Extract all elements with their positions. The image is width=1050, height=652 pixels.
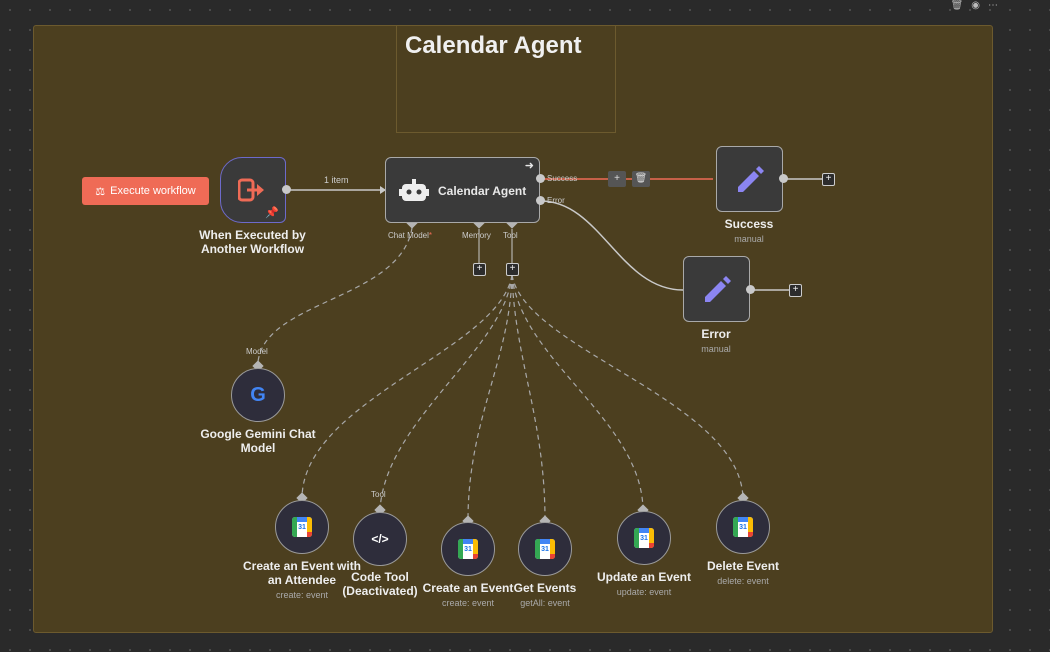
google-calendar-icon: 31 xyxy=(535,539,555,559)
pin-icon: 📌 xyxy=(265,207,279,219)
delete-event-node[interactable]: 31 xyxy=(716,500,770,554)
tool-label: Code Tool (Deactivated) xyxy=(342,570,418,598)
trigger-label: When Executed by Another Workflow xyxy=(199,228,306,256)
title-frame xyxy=(396,25,616,133)
tool-sub: create: event xyxy=(275,590,329,600)
success-node[interactable] xyxy=(716,146,783,212)
tool-sub: create: event xyxy=(441,598,495,608)
error-add-button[interactable]: + xyxy=(789,284,802,297)
success-port-label: Success xyxy=(547,174,578,183)
dashed-edges xyxy=(257,227,744,521)
success-add-button[interactable]: + xyxy=(822,173,835,186)
gemini-node[interactable]: G xyxy=(231,368,285,422)
tool-sub: getAll: event xyxy=(520,598,570,608)
get-events-node[interactable]: 31 xyxy=(518,522,572,576)
tool-label: Delete Event xyxy=(706,559,780,573)
calendar-agent-node[interactable]: Calendar Agent ➜ xyxy=(385,157,540,223)
success-output-handle-2[interactable] xyxy=(779,174,788,183)
google-calendar-icon: 31 xyxy=(458,539,478,559)
arrow-right-icon: ➜ xyxy=(524,160,534,172)
error-label: Error xyxy=(701,327,731,341)
google-icon: G xyxy=(250,383,266,406)
palette-icon[interactable]: ◉ xyxy=(971,0,980,11)
more-icon[interactable]: ⋯ xyxy=(988,0,998,11)
sticky-note[interactable] xyxy=(33,25,993,633)
update-event-node[interactable]: 31 xyxy=(617,511,671,565)
error-node[interactable] xyxy=(683,256,750,322)
page-title: Calendar Agent xyxy=(405,32,582,59)
sign-out-icon xyxy=(238,178,264,202)
error-sub: manual xyxy=(701,344,731,354)
trigger-output-handle[interactable] xyxy=(282,185,291,194)
sticky-toolbar: 🗑 ◉ ⋯ xyxy=(951,0,998,11)
create-event-attendee-node[interactable]: 31 xyxy=(275,500,329,554)
edge-item-count: 1 item xyxy=(324,175,349,185)
google-calendar-icon: 31 xyxy=(634,528,654,548)
create-event-node[interactable]: 31 xyxy=(441,522,495,576)
trigger-node[interactable]: 📌 xyxy=(220,157,286,223)
add-tool-button[interactable]: + xyxy=(506,263,519,276)
trash-icon[interactable]: 🗑 xyxy=(950,0,964,11)
success-label: Success xyxy=(724,217,774,231)
memory-port-label: Memory xyxy=(462,231,491,240)
success-output-handle[interactable] xyxy=(536,174,545,183)
code-tool-node[interactable]: </> xyxy=(353,512,407,566)
flask-icon: ⚖ xyxy=(95,185,106,198)
edge-add-button[interactable]: + xyxy=(608,171,626,187)
error-edge xyxy=(540,200,684,291)
error-output-handle[interactable] xyxy=(536,196,545,205)
tool-port-label: Tool xyxy=(503,231,518,240)
agent-label: Calendar Agent xyxy=(438,184,527,198)
google-calendar-icon: 31 xyxy=(733,517,753,537)
tool-label: Update an Event xyxy=(596,570,692,584)
add-memory-button[interactable]: + xyxy=(473,263,486,276)
tool-sub: delete: event xyxy=(717,576,769,586)
tool-label: Create an Event with an Attendee xyxy=(242,559,362,587)
error-port-label: Error xyxy=(547,196,565,205)
tool-port-label-2: Tool xyxy=(371,490,386,499)
robot-icon xyxy=(399,179,429,201)
tool-label: Get Events xyxy=(513,581,577,595)
error-output-handle-2[interactable] xyxy=(746,285,755,294)
gemini-label: Google Gemini Chat Model xyxy=(200,427,316,455)
execute-workflow-button[interactable]: ⚖ Execute workflow xyxy=(82,177,209,205)
chat-model-port-label: Chat Model* xyxy=(388,231,433,240)
tool-label: Create an Event xyxy=(422,581,514,595)
tool-sub: update: event xyxy=(616,587,672,597)
pencil-icon xyxy=(738,166,764,192)
google-calendar-icon: 31 xyxy=(292,517,312,537)
pencil-icon xyxy=(705,276,731,302)
edge-delete-button[interactable]: 🗑 xyxy=(632,171,650,187)
model-port-label: Model xyxy=(246,347,268,356)
success-sub: manual xyxy=(734,234,764,244)
code-icon: </> xyxy=(371,532,389,546)
